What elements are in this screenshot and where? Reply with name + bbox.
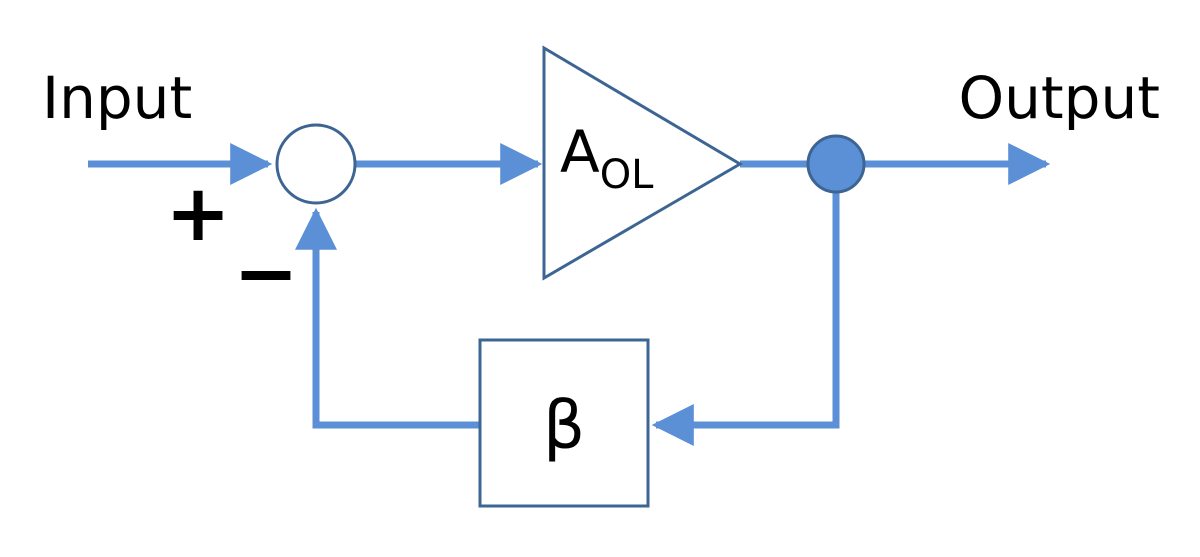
feedback-path-to-beta: [651, 192, 840, 446]
amplifier-triangle: [542, 45, 743, 281]
amplifier-gain-label: AOL: [560, 118, 654, 198]
feedback-factor-label: β: [543, 387, 585, 464]
amplifier-gain-subscript: OL: [600, 152, 654, 198]
feedback-block: [478, 338, 650, 508]
input-label: Input: [42, 64, 192, 132]
summing-junction: [275, 123, 357, 205]
output-label: Output: [959, 64, 1160, 132]
amplifier-gain-main: A: [560, 118, 600, 186]
plus-sign: +: [165, 169, 230, 259]
feedback-path-to-summer: [295, 207, 480, 429]
output-junction-dot: [806, 134, 866, 194]
minus-sign: −: [233, 229, 298, 319]
